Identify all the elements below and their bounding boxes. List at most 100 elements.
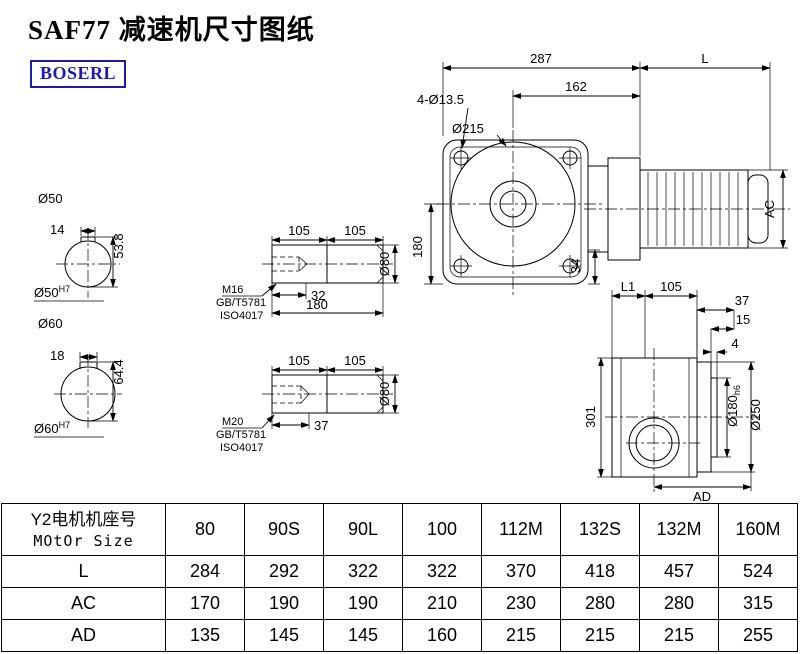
side-view: L1 105 37 15 4 301 Ø180h6 Ø250 AD — [583, 279, 763, 502]
page-title: SAF77 减速机尺寸图纸 — [28, 15, 315, 45]
value-cell: 284 — [165, 555, 245, 588]
size-col-header: 100 — [402, 503, 482, 556]
dim-105-left: 105 — [288, 223, 310, 238]
shaft-detail-2: 105 105 M20 GB/T5781 ISO4017 37 Ø80 — [216, 353, 399, 454]
row-label: AC — [1, 587, 166, 620]
key-height-dim: 64.4 — [111, 359, 126, 384]
dim-162: 162 — [565, 79, 587, 94]
dim-105-right: 105 — [344, 353, 366, 368]
dim-37: 37 — [735, 293, 749, 308]
standard-gb: GB/T5781 — [216, 297, 266, 309]
dim-4: 4 — [731, 336, 738, 351]
housing-outline — [605, 348, 760, 492]
spigot-diameter-dim: Ø180h6 — [725, 385, 742, 427]
dim-287: 287 — [530, 51, 552, 66]
dim-L: L — [701, 51, 708, 66]
key-width-dim: 14 — [50, 222, 64, 237]
value-cell: 215 — [560, 619, 640, 652]
dim-180: 180 — [410, 236, 425, 258]
size-col-header: 80 — [165, 503, 245, 556]
value-cell: 145 — [323, 619, 403, 652]
value-cell: 322 — [323, 555, 403, 588]
size-col-header: 90L — [323, 503, 403, 556]
dimension-table: Y2电机机座号 MOtOr Size 80 90S 90L 100 112M 1… — [1, 503, 798, 652]
dim-AD: AD — [693, 489, 711, 502]
dim-AC: AC — [762, 200, 777, 218]
size-col-header: 160M — [718, 503, 798, 556]
size-col-header: 112M — [481, 503, 561, 556]
gearbox-housing-outline — [442, 139, 589, 285]
dimension-lines — [34, 352, 118, 438]
flange-diameter-dim: Ø250 — [748, 399, 763, 431]
shaft-diameter-dim: Ø80 — [377, 252, 392, 277]
value-cell: 190 — [244, 587, 324, 620]
table-header-row: Y2电机机座号 MOtOr Size 80 90S 90L 100 112M 1… — [1, 503, 798, 556]
dim-L1: L1 — [621, 279, 635, 294]
flange-diameter-label: Ø215 — [452, 121, 484, 136]
value-cell: 322 — [402, 555, 482, 588]
boserl-logo: BOSERL — [30, 60, 127, 88]
bore-tolerance: H7 — [59, 420, 71, 430]
value-cell: 315 — [718, 587, 798, 620]
table-row-L: L 284 292 322 322 370 418 457 524 — [1, 555, 798, 588]
bore-value: Ø50 — [34, 285, 59, 300]
value-cell: 292 — [244, 555, 324, 588]
size-col-header: 132S — [560, 503, 640, 556]
value-cell: 255 — [718, 619, 798, 652]
key-height-dim: 53.8 — [111, 233, 126, 258]
row-label: L — [1, 555, 166, 588]
standard-iso: ISO4017 — [220, 442, 263, 454]
key-width-dim: 18 — [50, 348, 64, 363]
thread-label: M20 — [222, 416, 243, 428]
value-cell: 210 — [402, 587, 482, 620]
bore-label: Ø50H7 — [34, 284, 70, 300]
motor-size-header-en: MOtOr Size — [33, 531, 134, 550]
spigot-value: Ø180 — [725, 395, 740, 427]
dimension-lines — [34, 227, 118, 302]
dimension-lines — [222, 366, 399, 429]
shaft-diameter-label: Ø60 — [38, 316, 63, 331]
dim-15: 15 — [736, 312, 750, 327]
row-label: AD — [1, 619, 166, 652]
value-cell: 280 — [560, 587, 640, 620]
size-col-header: 90S — [244, 503, 324, 556]
value-cell: 370 — [481, 555, 561, 588]
thread-depth-dim: 37 — [314, 418, 328, 433]
table-row-AC: AC 170 190 190 210 230 280 280 315 — [1, 587, 798, 620]
bore-label: Ø60H7 — [34, 420, 70, 436]
dim-105-left: 105 — [288, 353, 310, 368]
value-cell: 280 — [639, 587, 719, 620]
thread-label: M16 — [222, 284, 243, 296]
value-cell: 145 — [244, 619, 324, 652]
shaft-section-50: Ø50 14 53.8 Ø50H7 — [34, 191, 126, 302]
size-col-header: 132M — [639, 503, 719, 556]
value-cell: 215 — [639, 619, 719, 652]
front-view: 287 L 162 4-Ø13.5 Ø215 180 34 AC — [410, 51, 790, 296]
motor-size-header-cn: Y2电机机座号 — [30, 510, 137, 530]
value-cell: 135 — [165, 619, 245, 652]
length-dim: 180 — [306, 297, 328, 312]
centerlines — [437, 130, 790, 296]
dim-301: 301 — [583, 406, 598, 428]
value-cell: 160 — [402, 619, 482, 652]
thread-depth-dim: 32 — [311, 288, 325, 303]
bolt-holes-label: 4-Ø13.5 — [417, 92, 464, 107]
value-cell: 230 — [481, 587, 561, 620]
bore-value: Ø60 — [34, 421, 59, 436]
shaft-diameter-label: Ø50 — [38, 191, 63, 206]
value-cell: 170 — [165, 587, 245, 620]
value-cell: 215 — [481, 619, 561, 652]
value-cell: 457 — [639, 555, 719, 588]
spigot-tolerance: h6 — [732, 385, 742, 395]
technical-drawing: 287 L 162 4-Ø13.5 Ø215 180 34 AC — [34, 51, 790, 502]
shaft-detail-1: 105 105 M16 GB/T5781 ISO4017 32 180 Ø80 — [216, 223, 399, 322]
standard-iso: ISO4017 — [220, 310, 263, 322]
bore-tolerance: H7 — [59, 284, 71, 294]
motor-size-header: Y2电机机座号 MOtOr Size — [1, 503, 166, 556]
dimension-lines — [222, 236, 399, 317]
shaft-section-60: Ø60 18 64.4 Ø60H7 — [34, 316, 126, 438]
shaft-diameter-dim: Ø80 — [377, 382, 392, 407]
shaft-outline — [262, 244, 393, 284]
dim-105-right: 105 — [344, 223, 366, 238]
